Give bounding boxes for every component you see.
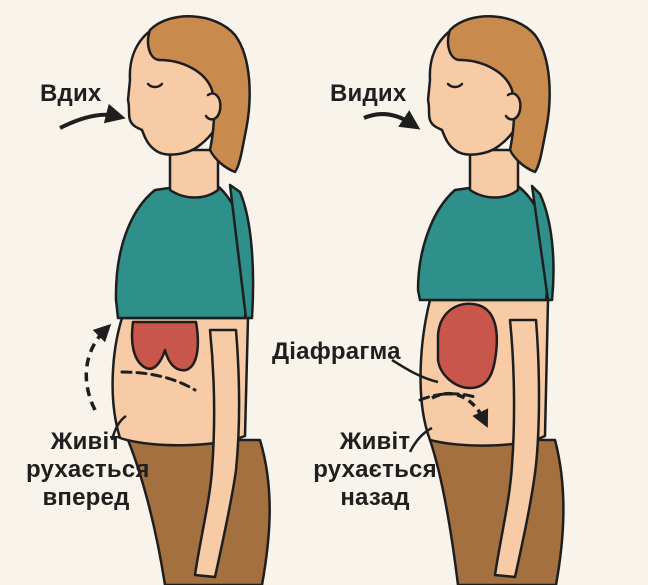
diaphragm-right xyxy=(438,304,497,388)
top-right xyxy=(418,182,548,300)
top-left xyxy=(116,182,247,318)
belly-caption-right-line-3: назад xyxy=(310,484,440,512)
inhale-label: Вдих xyxy=(40,80,101,108)
belly-caption-right-line-2: рухається xyxy=(310,456,440,484)
belly-caption-right-line-1: Живіт xyxy=(310,428,440,456)
belly-forward-arrow xyxy=(86,330,105,410)
belly-caption-left: Живіт рухається вперед xyxy=(26,428,146,512)
belly-caption-right: Живіт рухається назад xyxy=(310,428,440,512)
inhale-arrow xyxy=(60,115,116,128)
belly-caption-left-line-1: Живіт xyxy=(26,428,146,456)
exhale-label: Видих xyxy=(330,80,406,108)
diaphragm-label: Діафрагма xyxy=(272,338,401,366)
exhale-arrow xyxy=(364,114,412,124)
belly-caption-left-line-2: рухається xyxy=(26,456,146,484)
belly-caption-left-line-3: вперед xyxy=(26,484,146,512)
